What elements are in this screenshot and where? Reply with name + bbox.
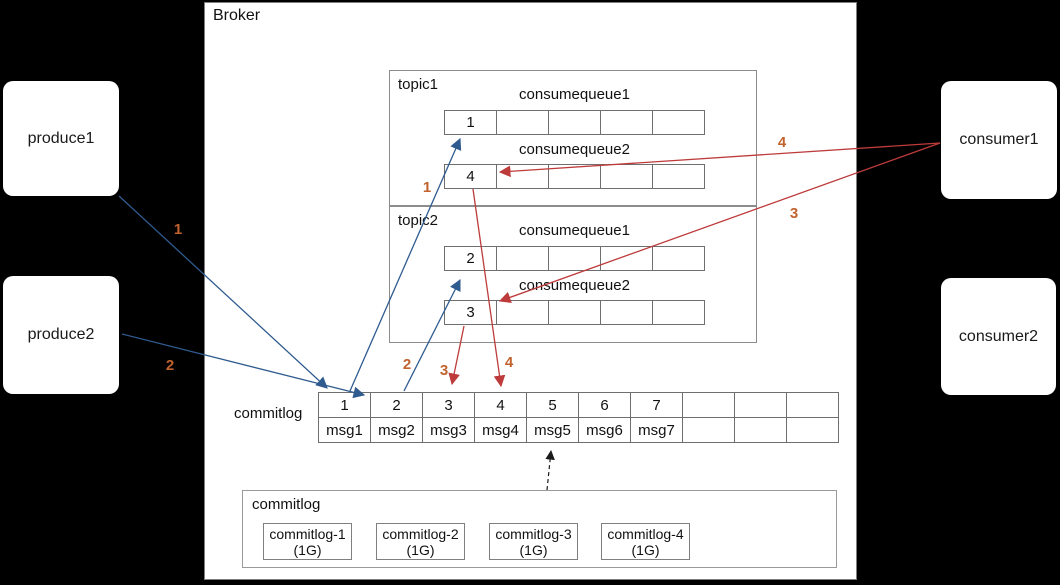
topic1-consumequeue2-label: consumequeue2: [519, 141, 630, 158]
produce2-node: produce2: [3, 276, 119, 394]
topic2-consumequeue2-row: 3: [444, 300, 705, 325]
commitlog-offset-cell: [786, 392, 839, 418]
file-size: (1G): [406, 541, 435, 558]
queue-cell-empty: [548, 246, 601, 271]
topic1-consumequeue1-label: consumequeue1: [519, 86, 630, 103]
topic2-title: topic2: [398, 212, 439, 229]
consumer1-label: consumer1: [959, 131, 1039, 148]
queue-cell-empty: [652, 164, 705, 189]
commitlog-offset-cell: [734, 392, 787, 418]
topic2-box: topic2 consumequeue1 2 consumequeue2 3: [389, 206, 757, 343]
commitlog-offset-cell: 6: [578, 392, 631, 418]
commitlog-offset-cell: 4: [474, 392, 527, 418]
file-name: commitlog-1: [269, 525, 346, 542]
commitlog-offset-cell: [682, 392, 735, 418]
commitlog-message-cell: [682, 417, 735, 443]
queue-cell-empty: [600, 110, 653, 135]
queue-cell-empty: [496, 164, 549, 189]
commitlog-file-3: commitlog-3 (1G): [489, 523, 578, 560]
commitlog-message-cell: msg6: [578, 417, 631, 443]
queue-cell-empty: [600, 164, 653, 189]
file-size: (1G): [631, 541, 660, 558]
commitlog-offset-cell: 3: [422, 392, 475, 418]
queue-cell-empty: [652, 246, 705, 271]
commitlog-message-cell: msg7: [630, 417, 683, 443]
topic1-consumequeue2-row: 4: [444, 164, 705, 189]
commitlog-offsets-row: 1 2 3 4 5 6 7: [318, 392, 839, 418]
queue-cell-empty: [548, 164, 601, 189]
step-label-produce1: 1: [174, 221, 182, 238]
consumer2-node: consumer2: [941, 278, 1056, 395]
commitlog-message-cell: msg1: [318, 417, 371, 443]
consumer2-label: consumer2: [958, 327, 1039, 345]
broker-title: Broker: [213, 7, 261, 24]
commitlog-files-label: commitlog: [252, 496, 321, 513]
commitlog-messages-row: msg1 msg2 msg3 msg4 msg5 msg6 msg7: [318, 417, 839, 443]
commitlog-message-cell: msg5: [526, 417, 579, 443]
file-size: (1G): [519, 541, 548, 558]
commitlog-table: 1 2 3 4 5 6 7 msg1 msg2 msg3 msg4 msg5 m…: [318, 392, 839, 443]
file-size: (1G): [293, 541, 322, 558]
queue-cell-empty: [600, 246, 653, 271]
commitlog-message-cell: msg3: [422, 417, 475, 443]
topic2-consumequeue1-label: consumequeue1: [519, 222, 630, 239]
topic2-consumequeue1-row: 2: [444, 246, 705, 271]
queue-cell-empty: [496, 110, 549, 135]
commitlog-offset-cell: 5: [526, 392, 579, 418]
file-name: commitlog-4: [607, 525, 684, 542]
file-name: commitlog-3: [495, 525, 572, 542]
queue-cell-empty: [600, 300, 653, 325]
commitlog-file-2: commitlog-2 (1G): [376, 523, 465, 560]
commitlog-files-box: commitlog commitlog-1 (1G) commitlog-2 (…: [242, 490, 837, 568]
queue-cell-empty: [652, 300, 705, 325]
queue-cell-empty: [548, 300, 601, 325]
queue-cell-empty: [652, 110, 705, 135]
queue-cell: 1: [444, 110, 497, 135]
queue-cell-empty: [496, 246, 549, 271]
file-name: commitlog-2: [382, 525, 459, 542]
commitlog-offset-cell: 2: [370, 392, 423, 418]
commitlog-message-cell: msg4: [474, 417, 527, 443]
commitlog-offset-cell: 7: [630, 392, 683, 418]
commitlog-file-1: commitlog-1 (1G): [263, 523, 352, 560]
queue-cell: 2: [444, 246, 497, 271]
produce1-node: produce1: [3, 81, 119, 196]
produce2-label: produce2: [27, 326, 95, 343]
topic2-consumequeue2-label: consumequeue2: [519, 277, 630, 294]
commitlog-table-label: commitlog: [234, 405, 303, 422]
consumer1-node: consumer1: [941, 81, 1057, 199]
commitlog-offset-cell: 1: [318, 392, 371, 418]
queue-cell-empty: [496, 300, 549, 325]
step-label-produce2: 2: [166, 357, 174, 374]
topic1-box: topic1 consumequeue1 1 consumequeue2 4: [389, 70, 757, 206]
queue-cell-empty: [548, 110, 601, 135]
commitlog-message-cell: [786, 417, 839, 443]
topic1-title: topic1: [398, 76, 439, 93]
commitlog-message-cell: [734, 417, 787, 443]
produce1-label: produce1: [27, 129, 95, 147]
queue-cell: 4: [444, 164, 497, 189]
topic1-consumequeue1-row: 1: [444, 110, 705, 135]
commitlog-message-cell: msg2: [370, 417, 423, 443]
commitlog-file-4: commitlog-4 (1G): [601, 523, 690, 560]
queue-cell: 3: [444, 300, 497, 325]
